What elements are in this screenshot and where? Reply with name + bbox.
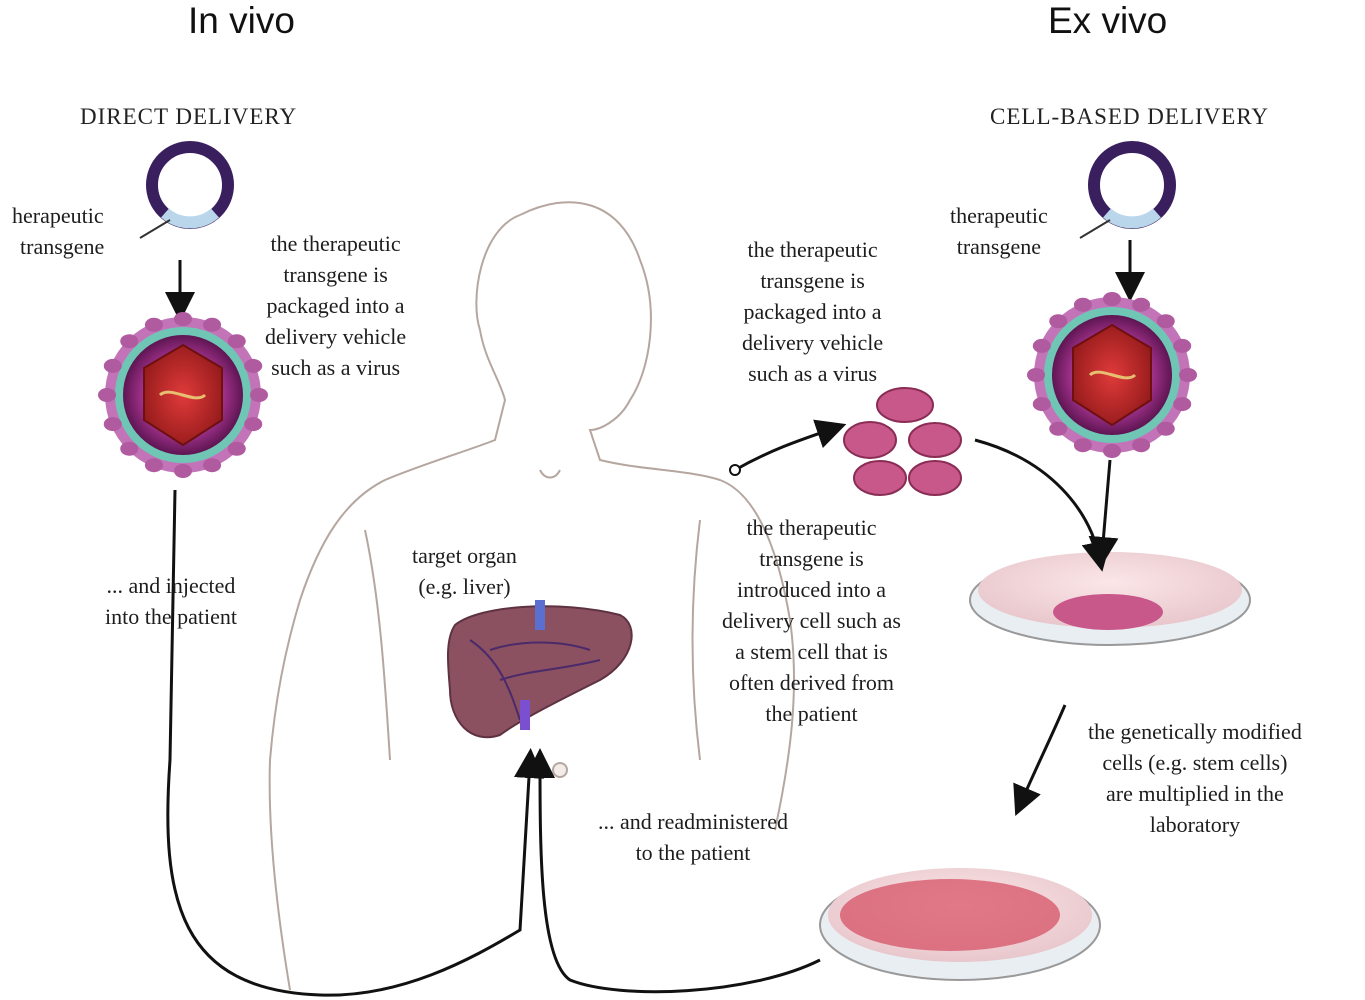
introduced-line-5: a stem cell that is <box>722 636 901 667</box>
injected-line-1: ... and injected <box>105 570 237 601</box>
petri-dish-icon-1 <box>970 552 1250 645</box>
introduced-line-4: delivery cell such as <box>722 605 901 636</box>
target-line-1: target organ <box>412 540 517 571</box>
left-packaged-label: the therapeutic transgene is packaged in… <box>265 228 406 383</box>
virus-spike-left <box>203 318 221 332</box>
virus-spike-right <box>1173 339 1191 353</box>
left-transgene-line-1: herapeutic <box>12 200 104 231</box>
right-packaged-line-5: such as a virus <box>742 358 883 389</box>
target-organ-label: target organ (e.g. liver) <box>412 540 517 602</box>
right-transgene-label: therapeutic transgene <box>950 200 1048 262</box>
arrow-dish-to-dish <box>1020 705 1065 805</box>
multiplied-line-2: cells (e.g. stem cells) <box>1088 747 1302 778</box>
virus-spike-left <box>174 464 192 478</box>
virus-spike-left <box>120 334 138 348</box>
virus-spike-right <box>1157 314 1175 328</box>
multiplied-line-3: are multiplied in the <box>1088 778 1302 809</box>
virus-spike-left <box>174 312 192 326</box>
right-packaged-line-4: delivery vehicle <box>742 327 883 358</box>
readministered-line-2: to the patient <box>598 837 788 868</box>
multiplied-label: the genetically modified cells (e.g. ste… <box>1088 716 1302 840</box>
introduced-line-3: introduced into a <box>722 574 901 605</box>
virus-spike-right <box>1027 368 1045 382</box>
readministered-line-1: ... and readministered <box>598 806 788 837</box>
virus-spike-right <box>1179 368 1197 382</box>
readministered-label: ... and readministered to the patient <box>598 806 788 868</box>
cell-cluster-icon <box>844 388 961 495</box>
plasmid-icon-right <box>1080 147 1170 238</box>
virus-spike-left <box>244 417 262 431</box>
arrow-cells-to-dish <box>975 440 1100 560</box>
virus-spike-right <box>1033 339 1051 353</box>
right-transgene-line-1: therapeutic <box>950 200 1048 231</box>
injected-label: ... and injected into the patient <box>105 570 237 632</box>
liver-icon <box>448 600 632 737</box>
virus-spike-right <box>1074 298 1092 312</box>
virus-spike-left <box>120 442 138 456</box>
virus-spike-left <box>228 442 246 456</box>
left-transgene-label: herapeutic transgene <box>12 200 104 262</box>
arrow-virus-to-dish <box>1102 460 1110 555</box>
right-transgene-line-2: transgene <box>950 231 1048 262</box>
virus-spike-left <box>104 417 122 431</box>
introduced-line-1: the therapeutic <box>722 512 901 543</box>
virus-spike-right <box>1103 292 1121 306</box>
virus-spike-right <box>1132 438 1150 452</box>
introduced-line-2: transgene is <box>722 543 901 574</box>
virus-spike-left <box>228 334 246 348</box>
injected-line-2: into the patient <box>105 601 237 632</box>
multiplied-line-4: laboratory <box>1088 809 1302 840</box>
virus-spike-right <box>1074 438 1092 452</box>
left-packaged-line-3: packaged into a <box>265 290 406 321</box>
petri-dish-icon-2 <box>820 868 1100 980</box>
virus-spike-right <box>1157 422 1175 436</box>
left-packaged-line-2: transgene is <box>265 259 406 290</box>
virus-spike-right <box>1173 397 1191 411</box>
virus-spike-left <box>98 388 116 402</box>
virus-spike-right <box>1049 314 1067 328</box>
virus-spike-left <box>250 388 268 402</box>
left-transgene-line-2: transgene <box>20 231 104 262</box>
target-line-2: (e.g. liver) <box>412 571 517 602</box>
virus-spike-left <box>145 318 163 332</box>
left-packaged-line-1: the therapeutic <box>265 228 406 259</box>
left-packaged-line-4: delivery vehicle <box>265 321 406 352</box>
virus-spike-right <box>1132 298 1150 312</box>
virus-spike-right <box>1033 397 1051 411</box>
left-packaged-line-5: such as a virus <box>265 352 406 383</box>
right-packaged-line-3: packaged into a <box>742 296 883 327</box>
virus-spike-right <box>1049 422 1067 436</box>
cell-based-delivery-title: CELL-BASED DELIVERY <box>990 104 1269 130</box>
arrow-patient-to-cells <box>735 428 835 470</box>
plasmid-icon-left <box>140 147 228 238</box>
introduced-label: the therapeutic transgene is introduced … <box>722 512 901 729</box>
arrow-readministered-curve <box>540 760 820 992</box>
virus-spike-left <box>244 359 262 373</box>
virus-spike-right <box>1103 444 1121 458</box>
virus-spike-left <box>104 359 122 373</box>
multiplied-line-1: the genetically modified <box>1088 716 1302 747</box>
virus-spike-left <box>145 458 163 472</box>
right-packaged-line-2: transgene is <box>742 265 883 296</box>
right-packaged-line-1: the therapeutic <box>742 234 883 265</box>
introduced-line-7: the patient <box>722 698 901 729</box>
introduced-line-6: often derived from <box>722 667 901 698</box>
direct-delivery-title: DIRECT DELIVERY <box>80 104 297 130</box>
right-packaged-label: the therapeutic transgene is packaged in… <box>742 234 883 389</box>
virus-spike-left <box>203 458 221 472</box>
header-ex-vivo: Ex vivo <box>1048 0 1167 42</box>
header-in-vivo: In vivo <box>188 0 295 42</box>
